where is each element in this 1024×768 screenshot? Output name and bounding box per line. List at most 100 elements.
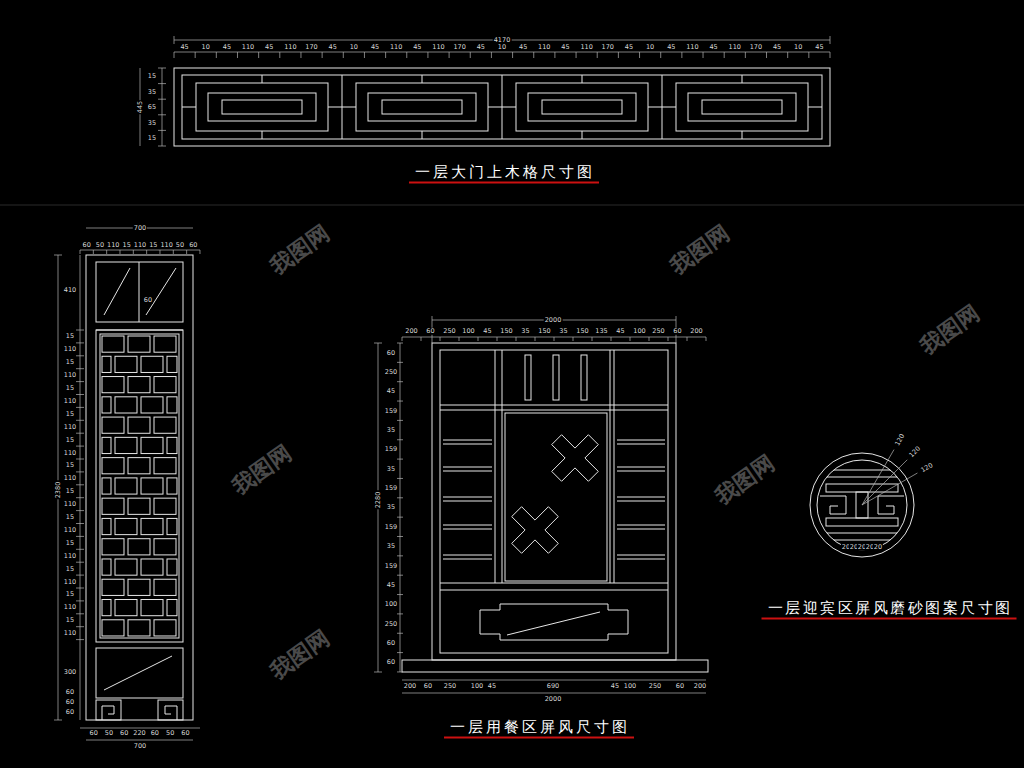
lattice-cell [154, 539, 176, 555]
dimension-line [76, 368, 84, 369]
dimension-line [76, 497, 84, 498]
watermark: 我图网 [917, 302, 984, 358]
dimension-line [76, 330, 84, 331]
dimension-label: 45 [487, 683, 497, 690]
dimension-label: 45 [666, 44, 676, 51]
dimension-line [54, 255, 62, 256]
dimension-line [76, 600, 84, 601]
screen-base [402, 660, 708, 672]
dimension-label: 110 [63, 398, 77, 405]
dimension-line [80, 728, 200, 729]
dimension-line [706, 337, 707, 341]
dimension-label: 15 [147, 73, 157, 80]
dimension-line [258, 52, 259, 58]
dimension-label: 15 [65, 462, 75, 469]
dimension-label: 200 [404, 328, 418, 335]
lattice-region [96, 330, 183, 642]
dimension-line [199, 250, 200, 254]
dimension-line [186, 250, 187, 254]
dimension-label: 110 [537, 44, 551, 51]
dimension-line [76, 394, 84, 395]
dimension-line [402, 337, 403, 341]
dimension-line [385, 52, 386, 58]
dimension-label: 15 [122, 242, 132, 249]
lattice-cell [128, 539, 150, 555]
dimension-line [618, 52, 619, 58]
drawing-title: 一层用餐区屏风尺寸图 [450, 720, 630, 735]
lattice-cell [141, 397, 163, 413]
dimension-label: 100 [623, 683, 637, 690]
lattice-cell [102, 437, 111, 453]
radius-line [862, 473, 917, 505]
dimension-label: 110 [63, 449, 77, 456]
slat [617, 440, 665, 441]
dimension-line [76, 355, 84, 356]
motif-hook [820, 496, 846, 514]
dimension-label: 15 [65, 617, 75, 624]
dimension-line [660, 52, 661, 58]
dimension-label: 45 [476, 44, 486, 51]
dimension-line [491, 52, 492, 58]
watermark: 我图网 [667, 222, 734, 278]
dimension-label: 120 [919, 461, 935, 474]
dimension-line [668, 337, 669, 341]
dimension-label: 10 [349, 44, 359, 51]
dimension-line [397, 497, 403, 498]
lattice-cell [167, 518, 177, 534]
lattice-cell [102, 498, 124, 514]
foot-key [102, 706, 114, 720]
dimension-label: 10 [497, 44, 507, 51]
title-underline [762, 618, 1017, 620]
lattice-bar [582, 131, 583, 139]
dimension-label: 10 [645, 44, 655, 51]
dimension-label: 60 [180, 730, 190, 737]
lattice-motif [702, 100, 782, 114]
dimension-label: 60 [65, 689, 75, 696]
dimension-label: 4170 [493, 37, 512, 44]
dimension-line [397, 671, 403, 672]
radius-line [862, 450, 894, 505]
dimension-line [119, 250, 120, 254]
dimension-label: 45 [412, 44, 422, 51]
lattice-cell [128, 336, 150, 352]
lattice-cell [102, 458, 124, 474]
dimension-line [76, 549, 84, 550]
lattice-motif [222, 100, 302, 114]
dimension-line [76, 420, 84, 421]
lattice-cell [102, 559, 111, 575]
dimension-line [216, 52, 217, 58]
center-panel [505, 413, 607, 581]
dimension-label: 200 [403, 683, 417, 690]
dimension-label: 45 [772, 44, 782, 51]
lattice-cell [141, 559, 163, 575]
dimension-label: 60 [65, 709, 75, 716]
dimension-line [611, 337, 612, 341]
dimension-line [146, 250, 147, 254]
lattice-cell [167, 478, 177, 494]
dimension-label: 45 [610, 683, 620, 690]
plaque [480, 604, 628, 640]
lattice-cell [141, 518, 163, 534]
dimension-line [397, 381, 403, 382]
dimension-label: 10 [201, 44, 211, 51]
lattice-cell [128, 377, 150, 393]
dimension-label: 15 [65, 514, 75, 521]
lattice-bar [488, 107, 502, 108]
dimension-label: 110 [431, 44, 445, 51]
dimension-line [787, 52, 788, 58]
dimension-label: 110 [63, 553, 77, 560]
dimension-line [533, 52, 534, 58]
lattice-cell [167, 600, 177, 616]
lattice-cell [102, 539, 124, 555]
slat [617, 525, 665, 526]
dimension-label: 15 [147, 135, 157, 142]
dimension-line [80, 250, 200, 251]
dimension-label: 45 [386, 388, 396, 395]
dimension-line [76, 471, 84, 472]
dimension-line [76, 639, 84, 640]
dimension-label: 170 [601, 44, 615, 51]
dimension-line [397, 517, 403, 518]
dimension-label: 110 [389, 44, 403, 51]
